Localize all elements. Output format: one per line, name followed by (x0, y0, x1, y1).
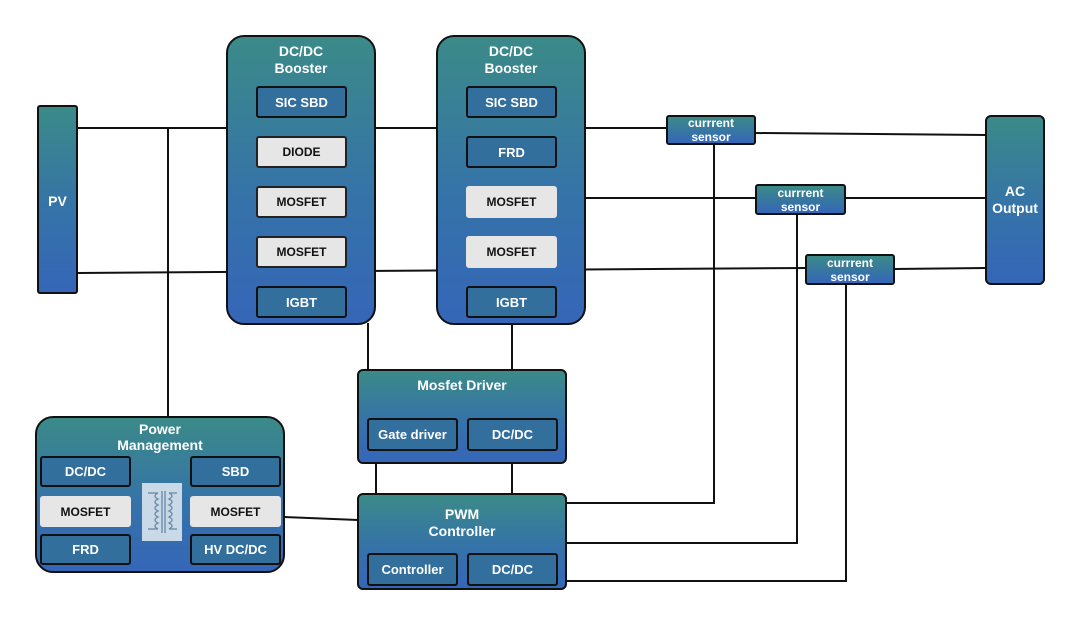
booster-1-mosfet-2: MOSFET (256, 236, 347, 268)
controller-module: Controller (367, 553, 458, 586)
current-sensor-3: currrent sensor (805, 254, 895, 285)
pv-block: PV (37, 105, 78, 294)
mosfet-driver-dcdc-module: DC/DC (467, 418, 558, 451)
booster-2-igbt: IGBT (466, 286, 557, 318)
power-frd-module: FRD (40, 534, 131, 565)
current-sensor-3-line1: currrent (826, 255, 873, 270)
power-sbd-module: SBD (190, 456, 281, 487)
booster-1-title-line2: Booster (274, 60, 328, 76)
booster-2-sic-sbd: SIC SBD (466, 86, 557, 118)
wire-sensor3-pwm (565, 284, 847, 582)
wire-power-pwm (283, 516, 359, 521)
current-sensor-3-line2: sensor (830, 269, 870, 284)
pwm-controller-title-line2: Controller (428, 523, 496, 539)
mosfet-driver-block: Mosfet Driver Gate driver DC/DC (357, 369, 567, 464)
transformer-icon (142, 483, 182, 541)
power-mosfet-module-2: MOSFET (190, 496, 281, 527)
ac-output-label-line1: AC (1004, 183, 1026, 199)
power-management-title-line1: Power (138, 421, 181, 437)
wire-sensor1-pwm (565, 144, 715, 504)
current-sensor-1: currrent sensor (666, 115, 756, 145)
pv-label: PV (48, 193, 67, 209)
power-hv-dcdc-module: HV DC/DC (190, 534, 281, 565)
mosfet-driver-title: Mosfet Driver (417, 377, 507, 393)
pwm-controller-block: PWM Controller Controller DC/DC (357, 493, 567, 590)
power-management-title-line2: Management (117, 437, 203, 453)
pwm-dcdc-module: DC/DC (467, 553, 558, 586)
booster-2-frd: FRD (466, 136, 557, 168)
wire-sensor1-ac (754, 132, 987, 136)
booster-2-mosfet-1: MOSFET (466, 186, 557, 218)
pwm-controller-title-line1: PWM (444, 506, 480, 522)
ac-output-block: AC Output (985, 115, 1045, 285)
power-dcdc-module: DC/DC (40, 456, 131, 487)
wire-sensor2-pwm (565, 215, 798, 544)
booster-2-title-line2: Booster (484, 60, 538, 76)
gate-driver-module: Gate driver (367, 418, 458, 451)
booster-2-title-line1: DC/DC (488, 43, 534, 59)
booster-1-mosfet-1: MOSFET (256, 186, 347, 218)
booster-1-diode: DIODE (256, 136, 347, 168)
wire-sensor3-ac (893, 267, 987, 270)
ac-output-label-line2: Output (992, 200, 1038, 216)
dcdc-booster-1: DC/DC Booster SIC SBD DIODE MOSFET MOSFE… (226, 35, 376, 325)
current-sensor-2-line1: currrent (777, 185, 824, 200)
booster-2-mosfet-2: MOSFET (466, 236, 557, 268)
current-sensor-1-line1: currrent (687, 116, 734, 130)
booster-1-igbt: IGBT (256, 286, 347, 318)
booster-1-title-line1: DC/DC (278, 43, 324, 59)
current-sensor-1-line2: sensor (691, 130, 731, 144)
booster-1-sic-sbd: SIC SBD (256, 86, 347, 118)
power-mosfet-module-1: MOSFET (40, 496, 131, 527)
dcdc-booster-2: DC/DC Booster SIC SBD FRD MOSFET MOSFET … (436, 35, 586, 325)
current-sensor-2-line2: sensor (780, 199, 821, 214)
current-sensor-2: currrent sensor (755, 184, 846, 215)
